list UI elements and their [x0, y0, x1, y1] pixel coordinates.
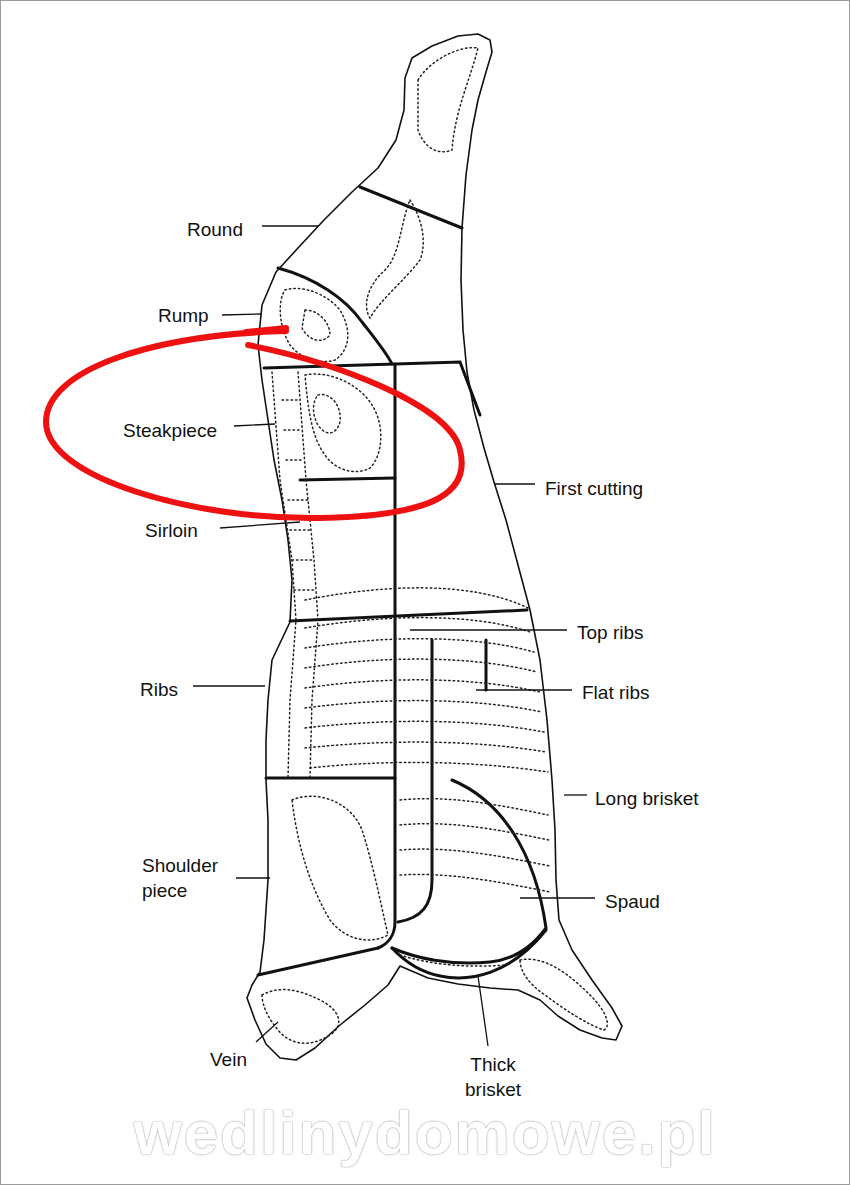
part-label: Rump	[158, 305, 209, 327]
part-label: First cutting	[545, 478, 643, 500]
shank-bone	[418, 48, 478, 152]
cut-line	[392, 780, 546, 963]
rib	[305, 721, 544, 732]
part-label: Sirloin	[145, 520, 198, 542]
leader-line	[478, 976, 488, 1046]
part-label: Vein	[210, 1049, 247, 1071]
cut-line	[378, 364, 395, 948]
spine	[298, 372, 318, 778]
cut-line	[300, 478, 395, 480]
part-label: Ribs	[140, 679, 178, 701]
cut-line	[398, 640, 432, 922]
part-label: Round	[187, 219, 243, 241]
leader-line	[476, 689, 572, 690]
cut-line	[266, 777, 395, 780]
femur	[366, 200, 423, 318]
leader-line	[256, 1022, 278, 1042]
rib	[305, 701, 542, 712]
brisket-bone	[400, 955, 505, 966]
leader-line	[234, 424, 275, 426]
highlight-stroke	[246, 328, 286, 332]
watermark: wedlinydomowe.pl	[0, 1098, 850, 1168]
leader-line	[262, 225, 318, 226]
pelvis	[280, 288, 348, 361]
carcass-outline	[247, 34, 622, 1060]
part-label: Shoulder piece	[142, 853, 242, 903]
leader-line	[193, 685, 265, 686]
leader-line	[236, 877, 270, 878]
rib	[400, 824, 549, 840]
rib	[305, 742, 546, 752]
leader-line	[220, 522, 300, 528]
part-label: Steakpiece	[123, 420, 217, 442]
rib	[400, 799, 548, 815]
bone-details	[262, 48, 607, 1044]
cut-lines	[258, 187, 546, 978]
part-label: Top ribs	[577, 622, 644, 644]
rib	[305, 588, 528, 608]
rib	[400, 849, 550, 866]
leader-line	[222, 314, 262, 315]
rib	[400, 874, 550, 892]
highlight-loop	[46, 328, 462, 518]
leader-line	[410, 629, 567, 630]
pelvis-inner	[302, 310, 330, 340]
vein-bones	[262, 990, 339, 1044]
cut-line	[290, 610, 527, 621]
rib	[305, 659, 537, 672]
hip-hole	[314, 395, 341, 433]
part-label: Flat ribs	[582, 682, 650, 704]
vertebra	[282, 400, 314, 590]
hip-bone	[305, 374, 381, 472]
leader-line	[564, 794, 587, 795]
highlight-loop	[46, 331, 462, 518]
part-label: Thick brisket	[448, 1052, 538, 1102]
cut-line	[258, 948, 378, 975]
part-label: Long brisket	[595, 788, 699, 810]
cut-line	[360, 187, 462, 228]
foreleg-bone	[520, 959, 607, 1030]
spine	[272, 372, 296, 778]
scapula	[292, 796, 388, 940]
part-label: Spaud	[605, 891, 660, 913]
leader-line	[494, 483, 535, 484]
leader-line	[520, 897, 595, 898]
rib	[305, 639, 534, 652]
rib	[310, 762, 548, 772]
cut-line	[278, 268, 392, 364]
cut-line	[264, 362, 480, 415]
